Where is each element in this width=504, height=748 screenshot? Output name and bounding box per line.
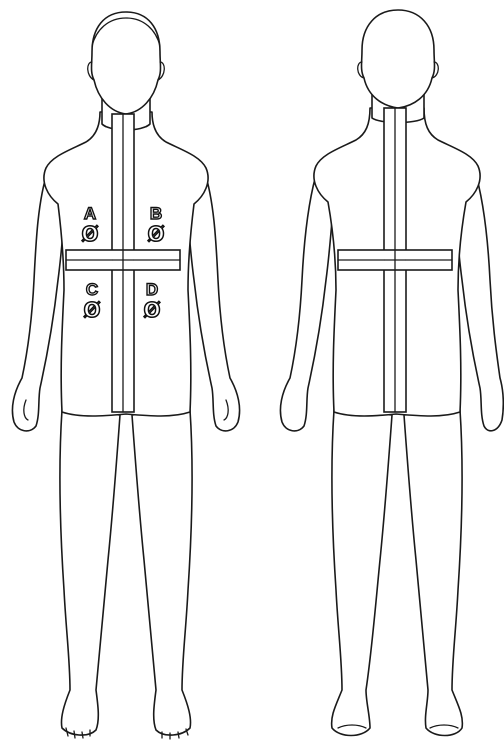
site-d-label: D [146, 280, 158, 299]
site-d-symbol: Ø [143, 298, 160, 322]
back-left-arm [280, 168, 334, 431]
site-b: B Ø [147, 204, 164, 246]
site-a-symbol: Ø [81, 222, 98, 246]
back-right-leg [404, 410, 462, 736]
site-c-symbol: Ø [83, 298, 100, 322]
front-right-leg [132, 410, 192, 735]
site-a-label: A [84, 204, 96, 223]
site-c: C Ø [83, 280, 100, 322]
back-left-leg [332, 410, 392, 736]
back-head [362, 10, 435, 108]
back-body-figure [280, 10, 503, 736]
site-c-label: C [86, 280, 98, 299]
site-d: D Ø [143, 280, 160, 322]
site-b-label: B [150, 204, 162, 223]
front-body-figure: A Ø B Ø C Ø D Ø [12, 12, 239, 739]
site-b-symbol: Ø [147, 222, 164, 246]
front-left-leg [60, 410, 120, 735]
site-a: A Ø [81, 204, 98, 246]
